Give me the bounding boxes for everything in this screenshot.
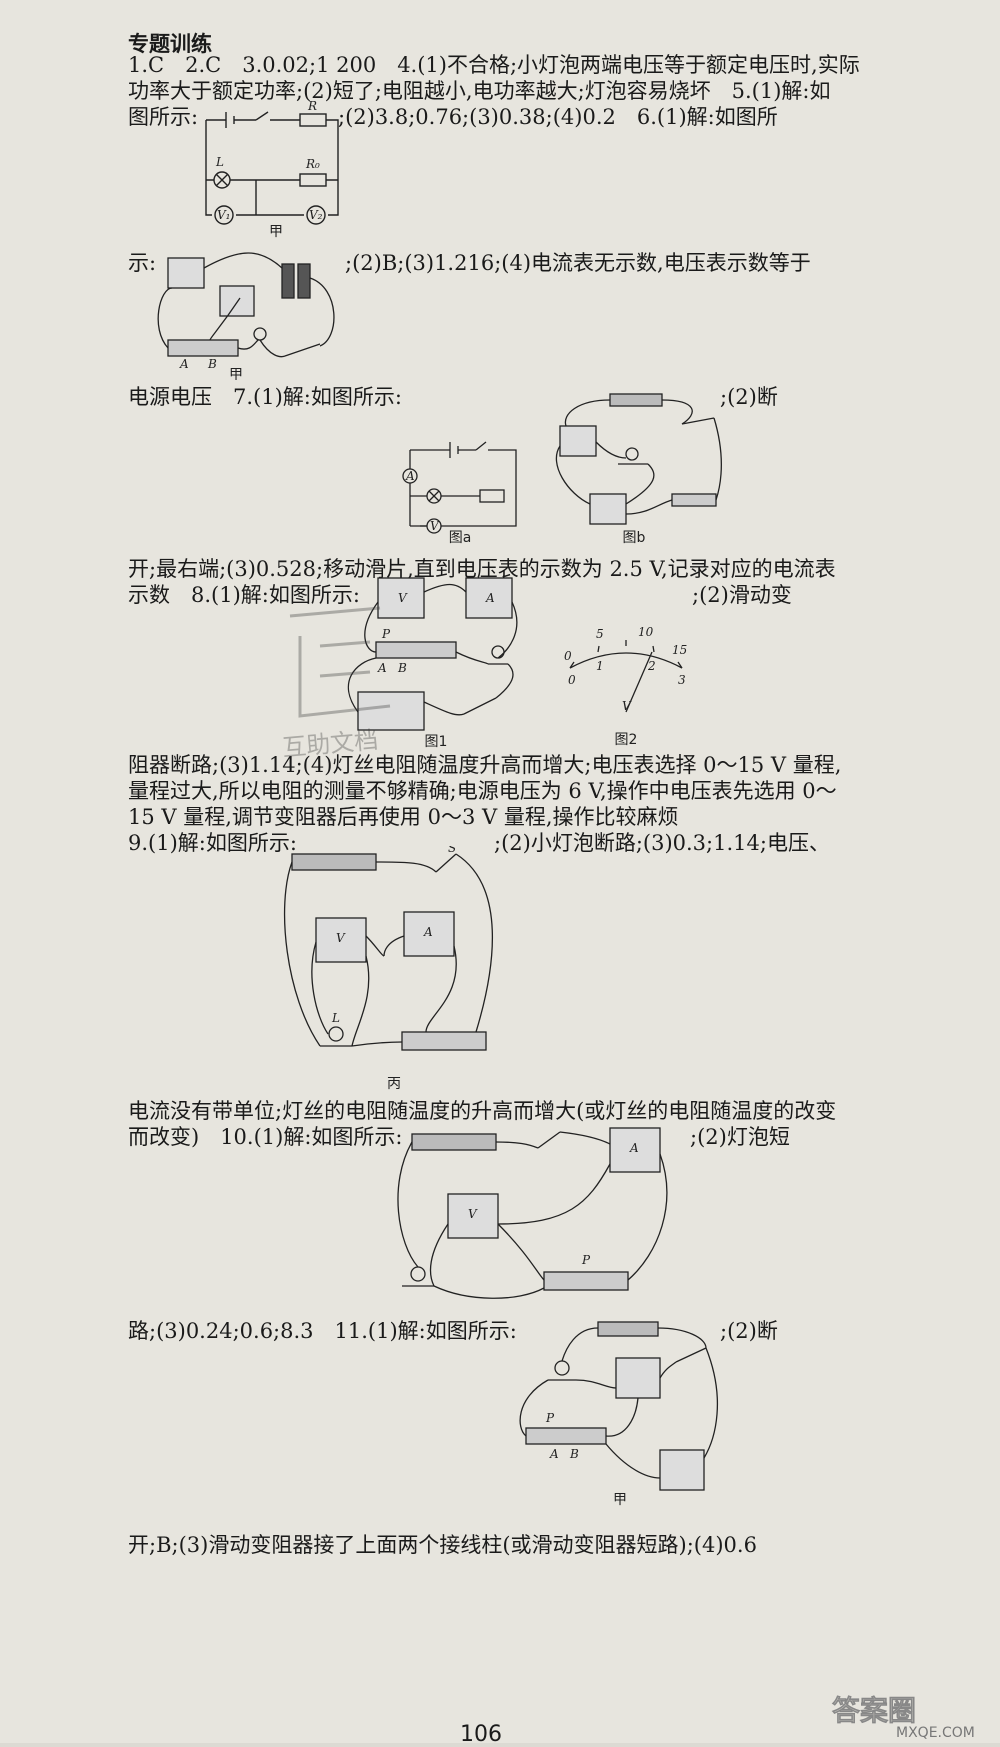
- figure-10-physical: A V P: [388, 1124, 678, 1318]
- text-line-12: 电流没有带单位;灯丝的电阻随温度的升高而增大(或灯丝的电阻随温度的改变: [128, 1099, 837, 1123]
- caption-fig8-1: 图1: [425, 734, 448, 750]
- caption-fig9: 丙: [387, 1076, 401, 1092]
- tick-top-15: 15: [672, 643, 687, 657]
- figure-9-physical: S V A L 丙: [276, 846, 506, 1092]
- caption-fig7b: 图b: [623, 530, 646, 546]
- figure-8-1-physical: V A P A B 图1: [336, 572, 536, 750]
- figure-5-circuit: R L R₀ V₁ V₂ 甲: [196, 100, 346, 240]
- caption-fig7a: 图a: [449, 530, 472, 546]
- text-line-13: 而改变) 10.(1)解:如图所示:: [128, 1125, 403, 1149]
- logo-url: MXQE.COM: [896, 1725, 975, 1740]
- label-switch-s: S: [448, 846, 456, 855]
- label-fig9-v: V: [336, 931, 346, 945]
- figure-7a-circuit: A V 图a: [396, 436, 526, 546]
- label-meter-v: V: [398, 591, 408, 605]
- text-line-5: 电源电压 7.(1)解:如图所示:: [128, 385, 402, 409]
- text-line-11b: ;(2)小灯泡断路;(3)0.3;1.14;电压、: [494, 831, 830, 855]
- figure-8-2-dial: 0 5 10 15 0 1 2 3 V 图2: [556, 622, 696, 746]
- caption-fig8-2: 图2: [615, 732, 638, 746]
- figure-11-physical: P A B 甲: [516, 1318, 726, 1508]
- label-l: L: [215, 155, 224, 169]
- label-p: P: [381, 627, 391, 641]
- text-line-15: 开;B;(3)滑动变阻器接了上面两个接线柱(或滑动变阻器短路);(4)0.6: [128, 1533, 757, 1557]
- label-v2: V₂: [309, 208, 323, 222]
- text-line-7: 示数 8.(1)解:如图所示:: [128, 583, 360, 607]
- tick-bottom-0: 0: [568, 673, 576, 687]
- text-line-8: 阻器断路;(3)1.14;(4)灯丝电阻随温度升高而增大;电压表选择 0～15 …: [128, 753, 842, 777]
- label-fig10-p: P: [581, 1253, 591, 1267]
- label-a: A: [179, 357, 189, 371]
- dial-unit: V: [622, 699, 632, 713]
- tick-bottom-1: 1: [596, 659, 604, 673]
- label-fig11-b: B: [569, 1447, 579, 1461]
- tick-top-10: 10: [638, 625, 654, 639]
- section-heading: 专题训练: [128, 32, 212, 56]
- text-line-4: 示:: [128, 251, 157, 275]
- tick-top-0: 0: [564, 649, 572, 663]
- tick-bottom-2: 2: [647, 659, 656, 673]
- text-line-13b: ;(2)灯泡短: [690, 1125, 790, 1149]
- label-fig10-v: V: [468, 1207, 478, 1221]
- caption-fig5: 甲: [269, 224, 283, 240]
- figure-6-physical: A B 甲: [150, 248, 350, 380]
- label-a2: A: [377, 661, 387, 675]
- label-b: B: [207, 357, 217, 371]
- logo-text: 答案圈: [832, 1694, 916, 1727]
- label-fig9-a: A: [423, 925, 433, 939]
- text-line-7b: ;(2)滑动变: [692, 583, 792, 607]
- figure-7b-physical: 图b: [548, 384, 728, 546]
- label-meter-a: A: [485, 591, 495, 605]
- label-b2: B: [397, 661, 407, 675]
- text-line-4b: ;(2)B;(3)1.216;(4)电流表无示数,电压表示数等于: [345, 251, 811, 275]
- label-r0: R₀: [305, 157, 320, 171]
- site-logo: 答案圈 MXQE.COM: [826, 1690, 996, 1741]
- label-fig10-a: A: [629, 1141, 639, 1155]
- label-fig11-a: A: [549, 1447, 559, 1461]
- text-line-3: 图所示:: [128, 105, 199, 129]
- text-line-3b: ;(2)3.8;0.76;(3)0.38;(4)0.2 6.(1)解:如图所: [338, 105, 778, 129]
- tick-bottom-3: 3: [678, 673, 686, 687]
- text-line-14b: ;(2)断: [720, 1319, 778, 1343]
- text-line-10: 15 V 量程,调节变阻器后再使用 0～3 V 量程,操作比较麻烦: [128, 805, 679, 829]
- label-ammeter: A: [405, 469, 415, 483]
- label-fig9-l: L: [331, 1011, 340, 1025]
- page-number: 106: [460, 1722, 502, 1747]
- label-v1: V₁: [217, 208, 230, 222]
- text-line-5b: ;(2)断: [720, 385, 778, 409]
- text-line-1: 1.C 2.C 3.0.02;1 200 4.(1)不合格;小灯泡两端电压等于额…: [128, 53, 860, 77]
- watermark-stamp: [280, 606, 400, 730]
- caption-fig6: 甲: [229, 367, 243, 380]
- caption-fig11: 甲: [613, 1492, 627, 1508]
- label-r: R: [307, 100, 317, 113]
- text-line-6: 开;最右端;(3)0.528;移动滑片,直到电压表的示数为 2.5 V,记录对应…: [128, 557, 836, 581]
- tick-top-5: 5: [596, 627, 604, 641]
- text-line-11: 9.(1)解:如图所示:: [128, 831, 297, 855]
- label-fig11-p: P: [545, 1411, 555, 1425]
- text-line-2: 功率大于额定功率;(2)短了;电阻越小,电功率越大;灯泡容易烧坏 5.(1)解:…: [128, 79, 831, 103]
- text-line-14: 路;(3)0.24;0.6;8.3 11.(1)解:如图所示:: [128, 1319, 517, 1343]
- text-line-9: 量程过大,所以电阻的测量不够精确;电源电压为 6 V,操作中电压表先选用 0～: [128, 779, 837, 803]
- label-voltmeter: V: [430, 519, 440, 533]
